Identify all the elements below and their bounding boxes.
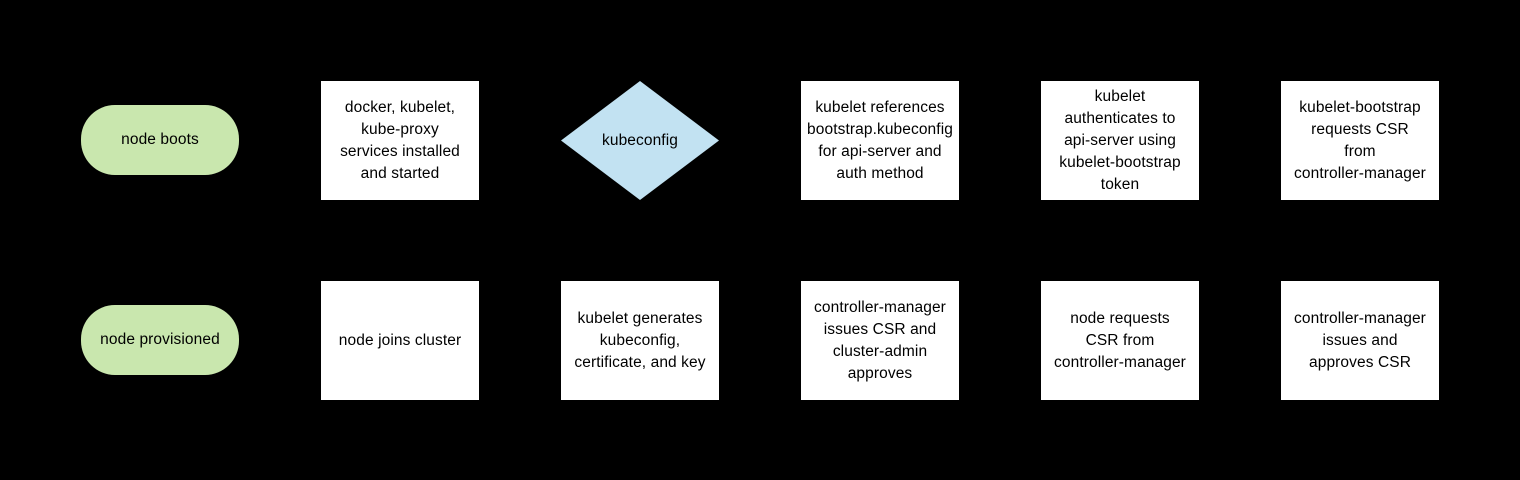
flow-node-label: node joins cluster xyxy=(338,331,462,349)
flow-node-kubelet-references-bootstrap[interactable]: kubelet references bootstrap.kubeconfig … xyxy=(801,81,959,200)
decision-diamond-shape xyxy=(561,81,719,200)
flow-node-node-provisioned[interactable]: node provisioned xyxy=(81,305,239,375)
flow-node-label: node boots xyxy=(121,131,199,148)
flow-node-kubelet-bootstrap-requests-csr[interactable]: kubelet-bootstrap requests CSR from cont… xyxy=(1281,81,1439,200)
flow-node-node-joins-cluster[interactable]: node joins cluster xyxy=(321,281,479,400)
flow-node-label: node requests CSR from controller-manage… xyxy=(1054,309,1186,371)
flow-node-label: kubelet authenticates to api-server usin… xyxy=(1059,87,1181,193)
flow-node-label: kubelet-bootstrap requests CSR from cont… xyxy=(1294,98,1426,182)
flow-node-label: docker, kubelet, kube-proxy services ins… xyxy=(340,98,460,182)
flow-node-services-installed[interactable]: docker, kubelet, kube-proxy services ins… xyxy=(321,81,479,200)
flow-node-controller-manager-approves-csr[interactable]: controller-manager issues and approves C… xyxy=(1281,281,1439,400)
flow-node-node-requests-csr[interactable]: node requests CSR from controller-manage… xyxy=(1041,281,1199,400)
flow-node-label: kubeconfig xyxy=(602,131,678,149)
flow-node-kubelet-authenticates[interactable]: kubelet authenticates to api-server usin… xyxy=(1041,81,1199,200)
flow-node-label: controller-manager issues CSR and cluste… xyxy=(814,298,946,382)
flow-node-node-boots[interactable]: node boots xyxy=(81,105,239,175)
flow-node-label: node provisioned xyxy=(100,331,220,348)
flow-node-kubelet-generates-kubeconfig[interactable]: kubelet generates kubeconfig, certificat… xyxy=(561,281,719,400)
flow-node-controller-manager-issues-csr[interactable]: controller-manager issues CSR and cluste… xyxy=(801,281,959,400)
flow-node-label: kubelet generates kubeconfig, certificat… xyxy=(574,309,706,371)
flow-node-label: controller-manager issues and approves C… xyxy=(1294,309,1426,371)
flow-node-kubeconfig-decision[interactable]: kubeconfig xyxy=(561,81,719,200)
flow-node-label: kubelet references bootstrap.kubeconfig … xyxy=(807,98,953,182)
